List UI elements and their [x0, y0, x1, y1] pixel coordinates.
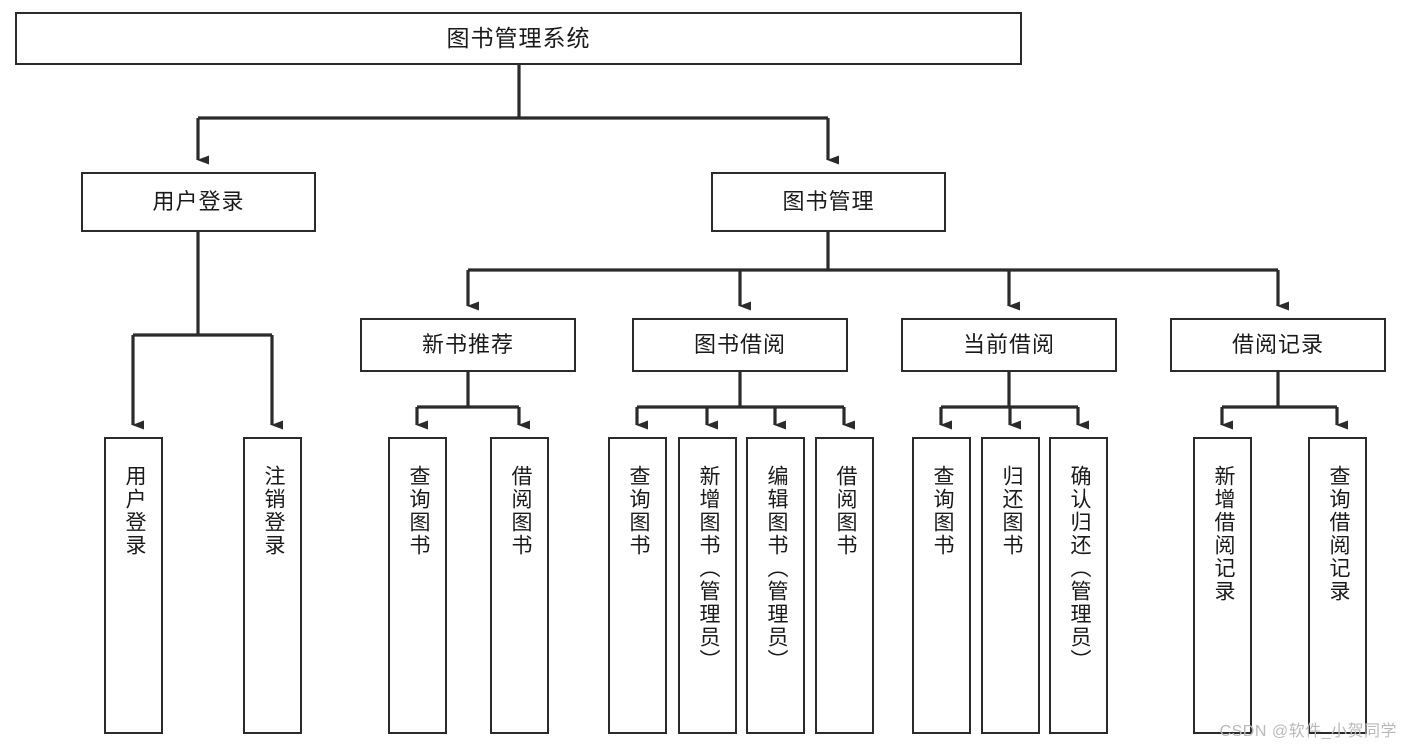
node-user-login[interactable]: 用户登录: [81, 172, 316, 232]
leaf-new-book-borrow-book[interactable]: 借阅图书: [490, 437, 549, 734]
leaf-label: 注销登录: [261, 465, 285, 557]
node-current-borrow[interactable]: 当前借阅: [901, 318, 1117, 372]
node-book-management[interactable]: 图书管理: [711, 172, 946, 232]
node-new-book-recommend-label: 新书推荐: [421, 331, 514, 357]
leaf-label: 查询借阅记录: [1326, 465, 1350, 603]
leaf-user-login-logout[interactable]: 注销登录: [243, 437, 302, 734]
node-root-label: 图书管理系统: [446, 24, 591, 51]
leaf-user-login-login[interactable]: 用户登录: [104, 437, 163, 734]
leaf-label: 新增图书（管理员）: [696, 465, 720, 672]
leaf-label: 新增借阅记录: [1211, 465, 1235, 603]
node-user-login-label: 用户登录: [152, 188, 245, 214]
leaf-label: 借阅图书: [508, 465, 532, 557]
leaf-book-borrow-query-book[interactable]: 查询图书: [608, 437, 667, 734]
leaf-book-borrow-add-book-admin[interactable]: 新增图书（管理员）: [678, 437, 737, 734]
leaf-borrow-record-add-record[interactable]: 新增借阅记录: [1193, 437, 1252, 734]
leaf-label: 查询图书: [626, 465, 650, 557]
node-book-borrow-label: 图书借阅: [693, 331, 786, 357]
leaf-label: 借阅图书: [833, 465, 857, 557]
csdn-watermark: CSDN @软件_小贺同学: [1219, 723, 1397, 740]
leaf-current-borrow-confirm-return-admin[interactable]: 确认归还（管理员）: [1049, 437, 1108, 734]
leaf-label: 查询图书: [930, 465, 954, 557]
node-book-borrow[interactable]: 图书借阅: [632, 318, 848, 372]
leaf-borrow-record-query-record[interactable]: 查询借阅记录: [1308, 437, 1367, 734]
node-book-management-label: 图书管理: [782, 188, 875, 214]
leaf-label: 编辑图书（管理员）: [764, 465, 788, 672]
node-borrow-record-label: 借阅记录: [1231, 331, 1324, 357]
node-root-book-management-system[interactable]: 图书管理系统: [15, 12, 1022, 65]
leaf-label: 归还图书: [999, 465, 1023, 557]
leaf-book-borrow-edit-book-admin[interactable]: 编辑图书（管理员）: [746, 437, 805, 734]
node-new-book-recommend[interactable]: 新书推荐: [360, 318, 576, 372]
node-current-borrow-label: 当前借阅: [962, 331, 1055, 357]
leaf-label: 确认归还（管理员）: [1067, 465, 1091, 672]
leaf-new-book-query-book[interactable]: 查询图书: [388, 437, 447, 734]
leaf-current-borrow-return-book[interactable]: 归还图书: [981, 437, 1040, 734]
leaf-book-borrow-borrow-book[interactable]: 借阅图书: [815, 437, 874, 734]
leaf-current-borrow-query-book[interactable]: 查询图书: [912, 437, 971, 734]
leaf-label: 查询图书: [406, 465, 430, 557]
node-borrow-record[interactable]: 借阅记录: [1170, 318, 1386, 372]
leaf-label: 用户登录: [122, 465, 146, 557]
